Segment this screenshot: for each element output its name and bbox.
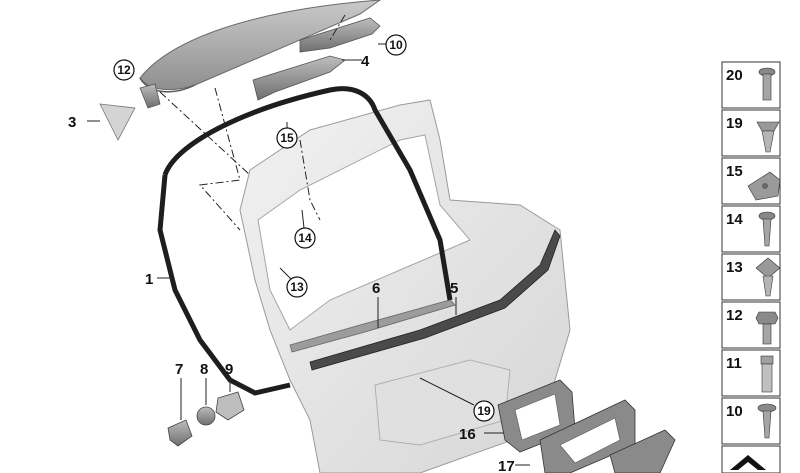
svg-text:20: 20 bbox=[726, 67, 743, 84]
callout-16: 16 bbox=[459, 426, 476, 443]
svg-text:10: 10 bbox=[726, 403, 743, 420]
bracket-clip-icon bbox=[747, 171, 781, 201]
spoiler-mount-part bbox=[139, 83, 161, 109]
svg-text:10: 10 bbox=[389, 38, 403, 52]
side-item-10: 10 bbox=[721, 397, 781, 445]
callout-4: 4 bbox=[361, 53, 370, 70]
svg-text:15: 15 bbox=[280, 131, 294, 145]
side-item-11: 11 bbox=[721, 349, 781, 397]
circled-callout-13: 13 bbox=[286, 276, 308, 298]
circled-callout-15: 15 bbox=[276, 127, 298, 149]
arrow-icon bbox=[730, 455, 766, 470]
callout-lines bbox=[87, 43, 530, 466]
circled-callout-19: 19 bbox=[473, 400, 495, 422]
corner-cover-part bbox=[99, 103, 136, 141]
side-item-arrow bbox=[721, 445, 781, 473]
callout-9: 9 bbox=[225, 361, 233, 378]
svg-text:13: 13 bbox=[290, 280, 304, 294]
spoiler-support-part bbox=[252, 55, 346, 101]
screw-icon bbox=[758, 211, 776, 247]
svg-text:12: 12 bbox=[726, 307, 743, 324]
svg-text:19: 19 bbox=[477, 404, 491, 418]
rear-spoiler bbox=[139, 0, 381, 93]
side-item-19: 19 bbox=[721, 109, 781, 157]
svg-text:15: 15 bbox=[726, 163, 743, 180]
tailgate-seal bbox=[157, 86, 453, 396]
callout-5: 5 bbox=[450, 280, 458, 297]
callout-1: 1 bbox=[145, 271, 153, 288]
plate-bracket-17 bbox=[539, 399, 676, 473]
torx-screw-icon bbox=[757, 403, 777, 439]
side-item-20: 20 bbox=[721, 61, 781, 109]
callout-6: 6 bbox=[372, 280, 380, 297]
svg-text:19: 19 bbox=[726, 115, 743, 132]
callout-8: 8 bbox=[200, 361, 208, 378]
bracket-part-9 bbox=[215, 391, 245, 421]
callout-3: 3 bbox=[68, 114, 76, 131]
callout-17: 17 bbox=[498, 458, 515, 473]
side-item-12: 12 bbox=[721, 301, 781, 349]
side-item-13: 13 bbox=[721, 253, 781, 301]
svg-text:14: 14 bbox=[726, 211, 743, 228]
spoiler-bracket bbox=[299, 17, 381, 53]
leader-lines bbox=[159, 14, 346, 231]
side-item-15: 15 bbox=[721, 157, 781, 205]
fastener-side-panel: 20 19 15 14 bbox=[721, 61, 781, 473]
circled-callout-12: 12 bbox=[113, 59, 135, 81]
hex-bolt-icon bbox=[755, 311, 779, 345]
callout-7: 7 bbox=[175, 361, 183, 378]
hinge-part-7 bbox=[167, 419, 193, 447]
circled-callout-10: 10 bbox=[385, 34, 407, 56]
expanding-nut-icon bbox=[756, 121, 780, 153]
bolt-icon bbox=[758, 67, 776, 101]
svg-text:12: 12 bbox=[117, 63, 131, 77]
svg-text:13: 13 bbox=[726, 259, 743, 276]
circled-callout-14: 14 bbox=[294, 227, 316, 249]
side-item-14: 14 bbox=[721, 205, 781, 253]
svg-text:14: 14 bbox=[298, 231, 312, 245]
clip-nut-icon bbox=[755, 257, 781, 297]
rivet-icon bbox=[760, 355, 774, 393]
svg-text:11: 11 bbox=[726, 355, 742, 372]
bushing-part-8 bbox=[196, 406, 216, 426]
